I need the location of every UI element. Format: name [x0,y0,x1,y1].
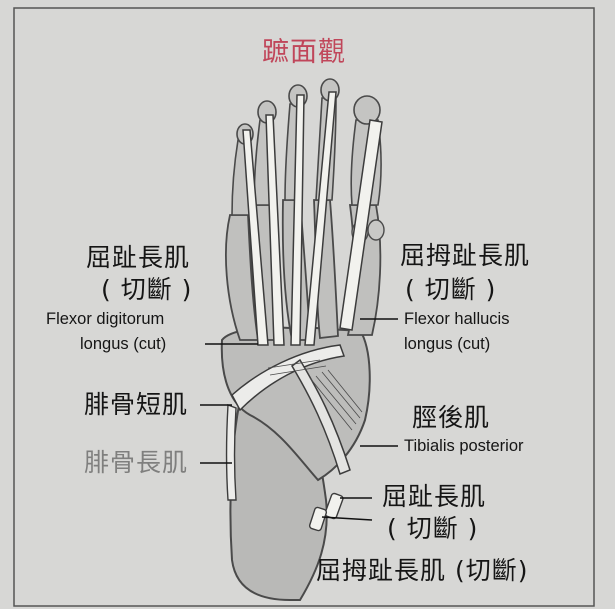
fdl-label-en-line1: Flexor digitorum [46,310,165,328]
fibularis-brevis-tendon [225,404,237,501]
fdl-tendons [242,91,337,346]
fdl-label-cn: 屈趾長肌 [86,243,191,272]
fhl-cut-label-cn: ( 切斷 ) [405,275,497,304]
fdl-cut-stub [324,492,344,520]
fibularis-brevis-label-cn: 腓骨短肌 [84,390,189,419]
fdl-label-en-line2: longus (cut) [80,335,167,353]
fdl-lower-label-cn: 屈趾長肌 [382,482,487,511]
fdl-cut-label-cn: ( 切斷 ) [101,275,193,304]
tibialis-posterior-tendon [291,358,351,475]
tibialis-posterior-label-en: Tibialis posterior [404,437,524,455]
view-title: 蹠面觀 [262,37,346,68]
fhl-lower-label-cn: 屈拇趾長肌 (切斷) [316,556,529,585]
fhl-label-en-line2: longus (cut) [404,335,491,353]
fhl-tendon [339,119,383,331]
frame-border [13,7,595,607]
fibularis-longus-label-cn: 腓骨長肌 [84,448,189,477]
tibialis-posterior-label-cn: 脛後肌 [412,403,491,432]
fibularis-longus-tendon [231,344,346,412]
fdl-lower-cut-label-cn: ( 切斷 ) [387,514,479,543]
tendon-fibers [267,359,363,431]
fhl-label-cn: 屈拇趾長肌 [400,241,531,270]
fhl-label-en-line1: Flexor hallucis [404,310,510,328]
leader-lines [200,318,398,521]
fhl-cut-stub [308,506,328,532]
